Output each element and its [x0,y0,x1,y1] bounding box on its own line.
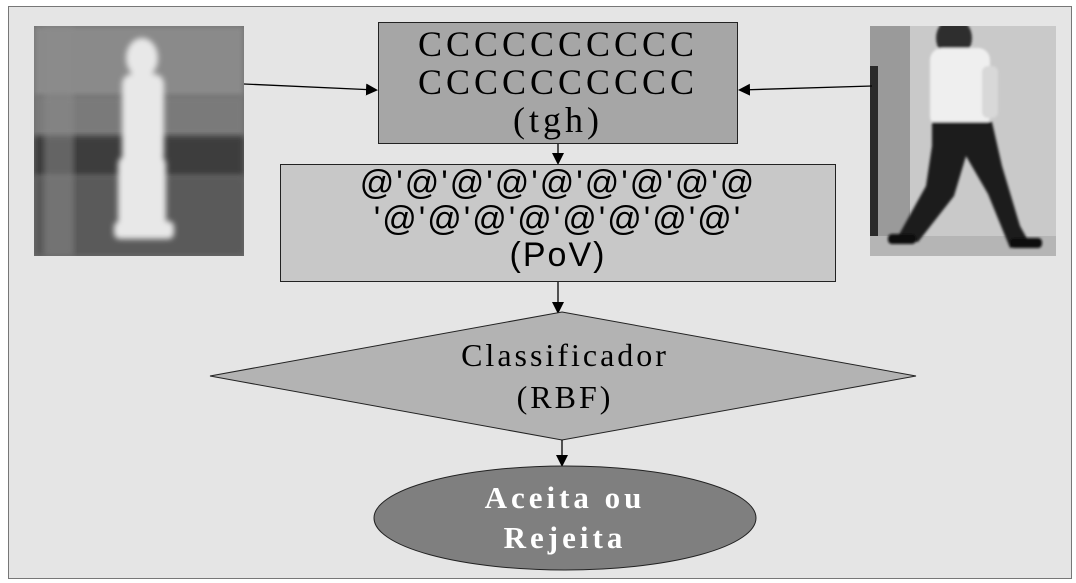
classifier-line-2: (RBF) [516,379,614,415]
middle-box-line-2: '@'@'@'@'@'@'@'@' [373,200,743,238]
person-walking-image [870,26,1056,256]
middle-box-line-3: (PoV) [509,236,607,274]
middle-box-line-1: @'@'@'@'@'@'@'@'@ [359,164,757,202]
classifier-line-1: Classificador [461,337,669,373]
feature-box-middle: @'@'@'@'@'@'@'@'@ '@'@'@'@'@'@'@'@' (PoV… [280,164,836,282]
feature-box-top: CCCCCCCCCC CCCCCCCCCC (tgh) [378,22,738,144]
arrow-left-to-top-box [243,83,378,96]
decision-line-1: Aceita ou [484,480,646,515]
silhouette-image [34,26,244,256]
classifier-label: Classificador (RBF) [360,334,770,418]
top-box-line-1: CCCCCCCCCC [417,24,699,64]
arrow-right-to-top-box [738,83,873,96]
top-box-line-2: CCCCCCCCCC [417,62,699,102]
decision-line-2: Rejeita [503,520,627,555]
decision-ellipse [373,465,757,571]
decision-label: Aceita ou Rejeita [410,478,720,558]
top-box-line-3: (tgh) [513,100,603,140]
